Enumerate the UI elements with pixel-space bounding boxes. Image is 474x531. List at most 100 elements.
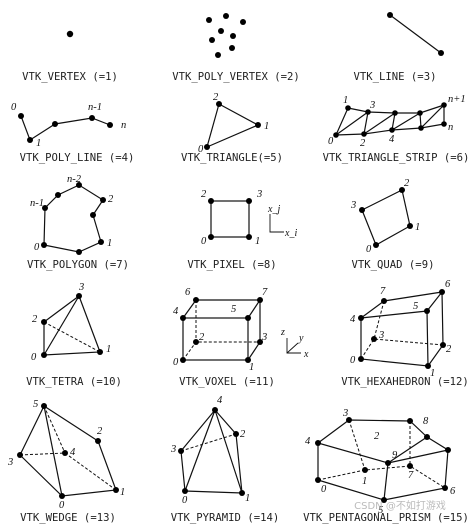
label-3: 3 [378, 330, 384, 341]
label-0: 0 [173, 357, 179, 368]
label-2: 2 [446, 344, 452, 355]
label-4: 4 [70, 447, 76, 458]
caption-hexahedron: VTK_HEXAHEDRON (=12) [341, 376, 469, 388]
label-5: 5 [33, 399, 38, 410]
label-2: 2 [374, 431, 380, 442]
caption-line: VTK_LINE (=3) [354, 71, 437, 83]
label-1: 1 [245, 493, 250, 504]
wedge-cell: 5 2 3 4 1 0 VTK_WEDGE (=13) [7, 399, 125, 524]
label-5: 5 [231, 304, 236, 315]
label-3: 3 [78, 282, 84, 293]
watermark: CSDN @不如打游戏 [354, 499, 446, 512]
caption-poly-line: VTK_POLY_LINE (=4) [20, 152, 135, 164]
label-1: 1 [430, 368, 435, 379]
voxel-cell: 6 7 4 5 2 3 0 1 z y x VTK_VOXEL (=11) [173, 287, 309, 388]
label-7: 7 [408, 470, 414, 481]
label-7: 7 [380, 286, 386, 297]
caption-tetra: VTK_TETRA (=10) [26, 376, 122, 388]
label-7: 7 [262, 287, 268, 298]
caption-pyramid: VTK_PYRAMID (=14) [171, 512, 279, 524]
label-5: 5 [413, 301, 418, 312]
label-2: 2 [404, 178, 410, 189]
triangle-strip-cell: 1 3 n+1 0 2 4 n VTK_TRIANGLE_STRIP (=6) [323, 94, 470, 164]
label-6: 6 [185, 287, 191, 298]
label-n-2: n-2 [67, 174, 82, 185]
label-1: 1 [343, 95, 348, 106]
label-n: n [121, 120, 126, 131]
poly-vertex-cell: VTK_POLY_VERTEX (=2) [172, 13, 300, 83]
label-0: 0 [198, 144, 204, 155]
pixel-cell: 2 3 0 1 x_j x_i VTK_PIXEL (=8) [187, 189, 297, 271]
label-4: 4 [173, 306, 179, 317]
label-4: 4 [350, 314, 356, 325]
axis-x-label: x [303, 349, 309, 360]
label-0: 0 [182, 495, 188, 506]
label-5: 5 [378, 505, 383, 516]
caption-triangle-strip: VTK_TRIANGLE_STRIP (=6) [323, 152, 470, 164]
caption-pixel: VTK_PIXEL (=8) [187, 259, 276, 271]
axis-xi-label: x_i [284, 228, 297, 239]
label-0: 0 [328, 136, 334, 147]
label-n: n [448, 122, 453, 133]
label-4: 4 [217, 395, 223, 406]
caption-poly-vertex: VTK_POLY_VERTEX (=2) [172, 71, 300, 83]
caption-voxel: VTK_VOXEL (=11) [179, 376, 275, 388]
label-6: 6 [450, 486, 456, 497]
label-n+1: n+1 [448, 94, 466, 105]
quad-cell: 3 2 1 0 VTK_QUAD (=9) [350, 178, 434, 271]
vertex-cell: VTK_VERTEX (=1) [22, 30, 118, 83]
label-3: 3 [7, 457, 13, 468]
label-4: 4 [389, 134, 395, 145]
label-3: 3 [170, 444, 176, 455]
xyz-axes: z y x [280, 327, 309, 360]
caption-triangle: VTK_TRIANGLE(=5) [181, 152, 283, 164]
label-3: 3 [261, 332, 267, 343]
label-0: 0 [59, 500, 65, 511]
label-0: 0 [11, 102, 17, 113]
poly-line-cell: 0 1 n-1 n VTK_POLY_LINE (=4) [11, 102, 134, 164]
label-3: 3 [350, 200, 356, 211]
caption-polygon: VTK_POLYGON (=7) [27, 259, 129, 271]
label-1: 1 [249, 362, 254, 373]
label-0: 0 [201, 236, 207, 247]
label-2: 2 [213, 92, 219, 103]
label-3: 3 [256, 189, 262, 200]
label-0: 0 [31, 352, 37, 363]
label-3: 3 [342, 408, 348, 419]
label-n-1: n-1 [30, 198, 44, 209]
label-1: 1 [362, 476, 367, 487]
label-1: 1 [106, 344, 111, 355]
label-1: 1 [120, 487, 125, 498]
label-3: 3 [369, 100, 375, 111]
label-1: 1 [255, 236, 260, 247]
label-2: 2 [97, 426, 103, 437]
caption-vertex: VTK_VERTEX (=1) [22, 71, 118, 83]
line-cell: VTK_LINE (=3) [354, 12, 444, 83]
polygon-cell: n-2 n-1 2 1 0 VTK_POLYGON (=7) [27, 174, 129, 271]
label-n-1: n-1 [88, 102, 102, 113]
label-1: 1 [36, 138, 41, 149]
label-1: 1 [264, 121, 269, 132]
label-4: 4 [305, 436, 311, 447]
triangle-cell: 2 1 0 VTK_TRIANGLE(=5) [181, 92, 283, 164]
label-9: 9 [392, 450, 398, 461]
label-1: 1 [107, 238, 112, 249]
label-0: 0 [321, 484, 327, 495]
caption-wedge: VTK_WEDGE (=13) [20, 512, 116, 524]
label-2: 2 [32, 314, 38, 325]
caption-pentagonal-prism: VTK_PENTAGONAL_PRISM (=15) [303, 512, 469, 524]
caption-quad: VTK_QUAD (=9) [352, 259, 435, 271]
pentagonal-prism-cell: 3 8 4 2 9 1 7 0 5 6 VTK_PENTAGONAL_PRISM… [303, 408, 469, 524]
label-0: 0 [366, 244, 372, 255]
label-0: 0 [34, 242, 40, 253]
label-1: 1 [415, 222, 420, 233]
label-2: 2 [240, 429, 246, 440]
label-8: 8 [423, 416, 429, 427]
pyramid-cell: 4 3 2 0 1 VTK_PYRAMID (=14) [170, 395, 279, 524]
hexahedron-cell: 7 6 4 5 3 2 0 1 VTK_HEXAHEDRON (=12) [341, 279, 469, 388]
axis-xj-label: x_j [267, 204, 280, 215]
axis-z-label: z [280, 327, 285, 338]
label-0: 0 [350, 355, 356, 366]
axis-y-label: y [298, 333, 304, 344]
